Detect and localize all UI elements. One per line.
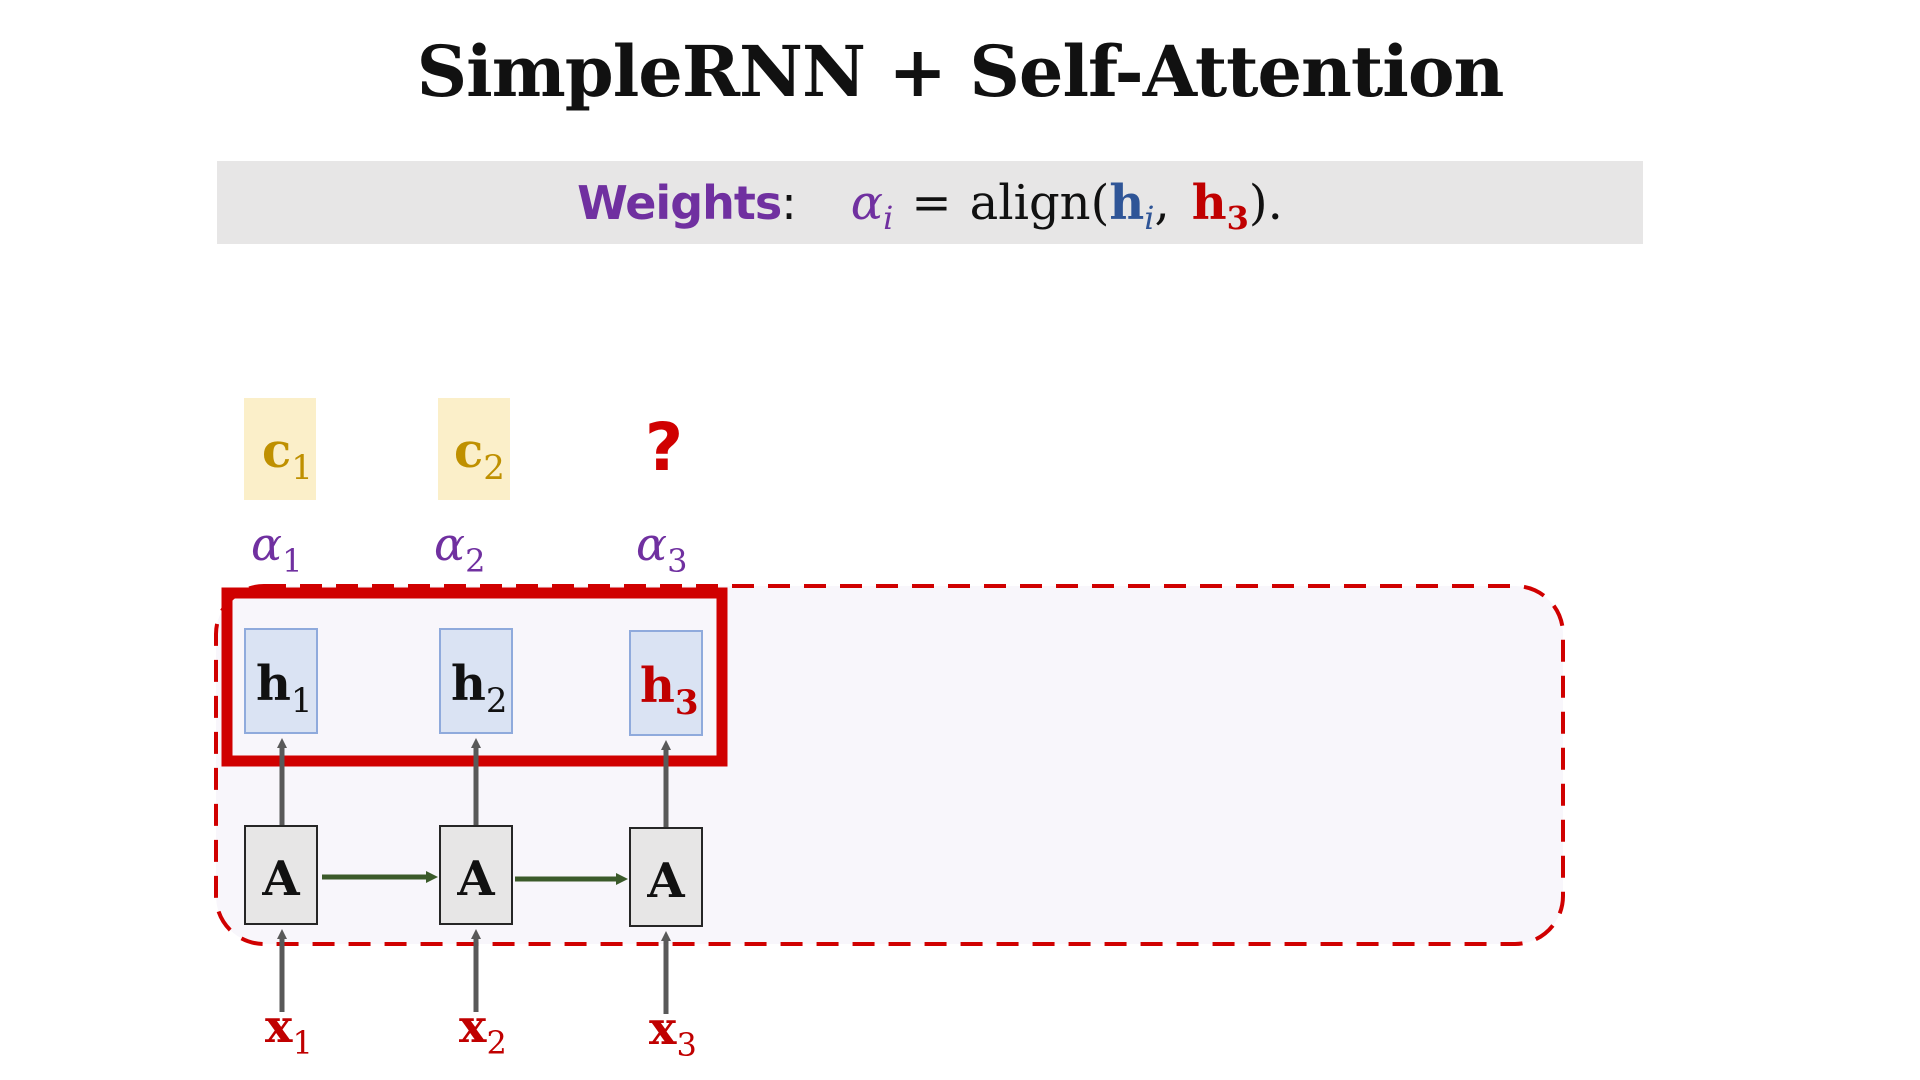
rnn-cell-3 — [629, 827, 703, 927]
h-i-term: hi — [1109, 174, 1155, 237]
formula-comma: , — [1154, 174, 1170, 231]
input-label-1: x1 — [265, 999, 313, 1062]
context-label-1: c1 — [262, 423, 313, 488]
hidden-state-box-3 — [629, 630, 703, 736]
input-label-2: x2 — [459, 999, 507, 1062]
rnn-cell-1 — [244, 825, 318, 925]
rnn-cell-2 — [439, 825, 513, 925]
hidden-state-label-2: h2 — [451, 656, 508, 721]
align-function: align( — [969, 174, 1110, 231]
formula-bar: Weights: αi = align(hi, h3). — [217, 161, 1643, 244]
equals-sign: = — [911, 174, 952, 231]
hidden-state-box-2 — [439, 628, 513, 734]
rnn-cell-label-2: A — [456, 851, 495, 907]
dashed-region — [214, 584, 1565, 946]
input-label-3: x3 — [649, 1001, 697, 1064]
unknown-context-question-mark: ? — [645, 409, 683, 486]
hidden-state-label-3: h3 — [640, 658, 699, 723]
rnn-cell-label-3: A — [646, 853, 685, 909]
context-box-2 — [438, 398, 510, 500]
hidden-state-label-1: h1 — [256, 656, 313, 721]
formula-close: ). — [1248, 174, 1283, 231]
weights-label: Weights — [577, 175, 782, 230]
alpha-weight-2: α2 — [434, 517, 485, 580]
context-box-1 — [244, 398, 316, 500]
alpha-symbol: αi — [850, 174, 894, 237]
slide-title: SimpleRNN + Self-Attention — [416, 30, 1505, 113]
h-3-term: h3 — [1191, 174, 1249, 237]
alpha-weight-3: α3 — [636, 517, 687, 580]
rnn-cell-label-1: A — [261, 851, 300, 907]
context-label-2: c2 — [454, 423, 505, 488]
weights-colon: : — [781, 175, 797, 230]
hidden-state-box-1 — [244, 628, 318, 734]
alpha-weight-1: α1 — [251, 517, 302, 580]
